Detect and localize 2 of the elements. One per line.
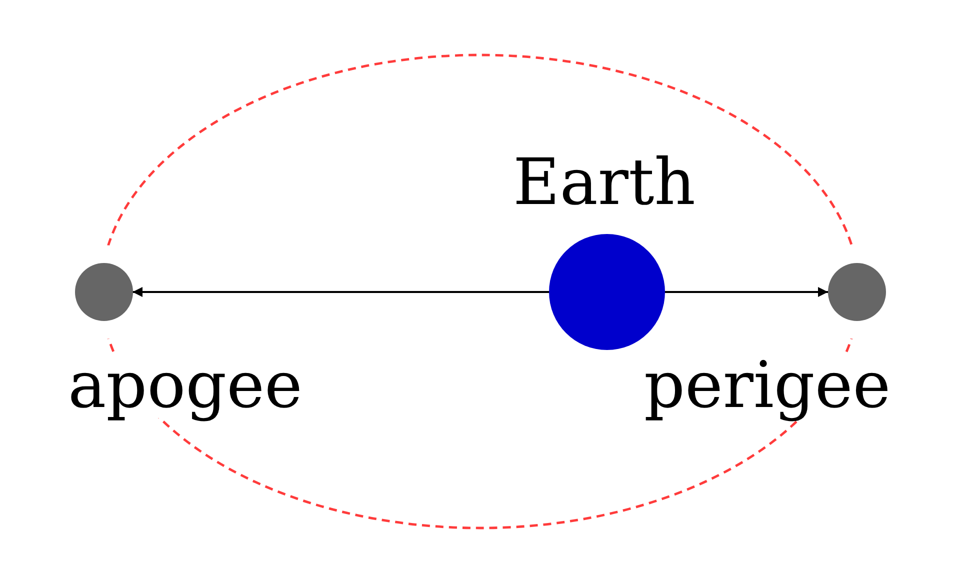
arrow [665, 287, 828, 297]
arrow [132, 287, 549, 297]
